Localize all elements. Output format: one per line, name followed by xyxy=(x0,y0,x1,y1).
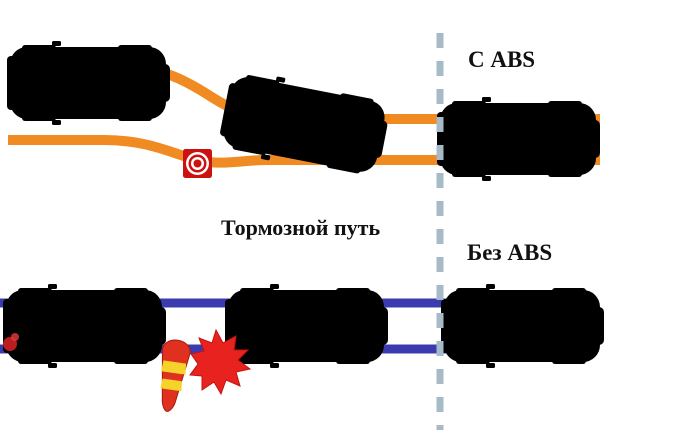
label-without-abs: Без ABS xyxy=(467,240,552,265)
label-braking-distance: Тормозной путь xyxy=(221,215,380,240)
abs-car-right xyxy=(437,97,600,181)
collision-burst-icon xyxy=(189,328,252,396)
noabs-car-middle xyxy=(225,284,388,368)
target-marker-icon xyxy=(183,149,212,178)
label-with-abs: С ABS xyxy=(468,47,535,72)
noabs-car-left xyxy=(3,284,166,368)
without-abs-lane-group xyxy=(0,284,604,412)
knocked-cone-icon xyxy=(160,339,191,412)
abs-car-left xyxy=(7,41,170,125)
noabs-car-right xyxy=(441,284,604,368)
